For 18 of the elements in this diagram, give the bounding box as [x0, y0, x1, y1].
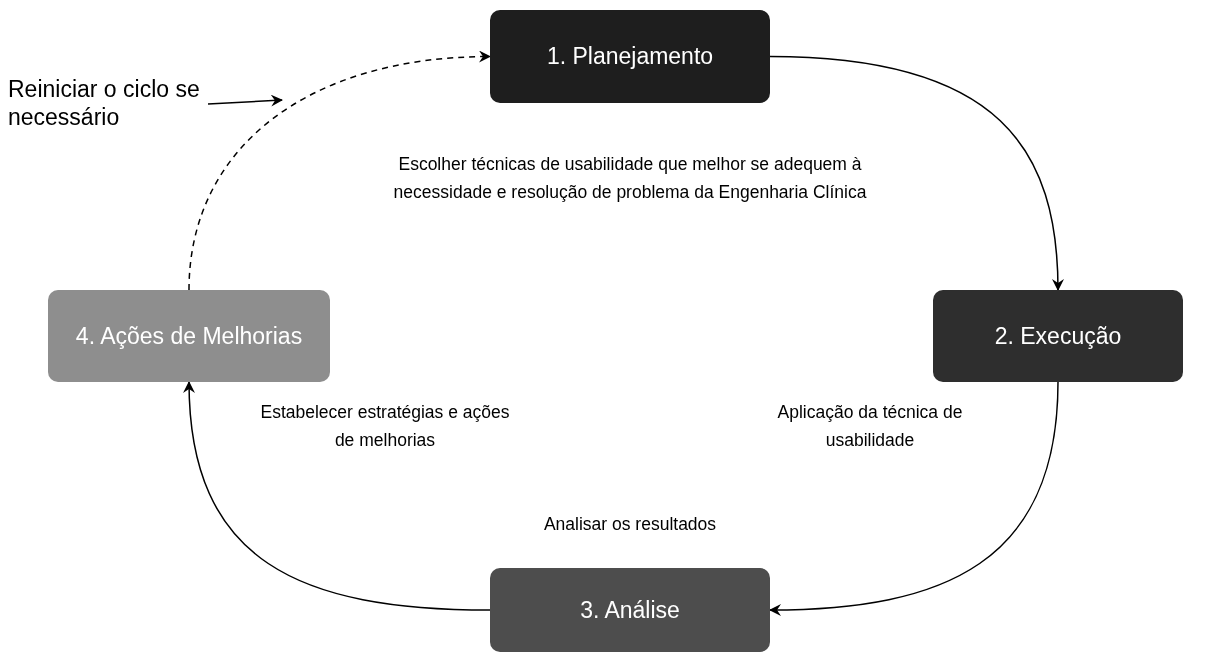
step-title: 1. Planejamento: [546, 42, 714, 71]
process-box: [933, 290, 1183, 382]
process-box: [490, 10, 770, 103]
pointer-arrow: [207, 94, 283, 107]
arrow: [183, 381, 491, 611]
arrow: [769, 381, 1059, 616]
step-description: Escolher técnicas de usabilidade que melhor se adequem à necessidade e resolução de problema da Engenharia Clínica: [392, 153, 868, 204]
note-text: Reiniciar o ciclo se necessário: [8, 76, 201, 132]
step-description: Estabelecer estratégias e ações de melhorias: [259, 401, 511, 452]
process-box: [48, 290, 330, 382]
step-description: Aplicação da técnica de usabilidade: [776, 401, 964, 452]
process-box: [490, 568, 770, 652]
step-title: 4. Ações de Melhorias: [75, 321, 303, 351]
arrow: [188, 51, 491, 291]
step-description: Analisar os resultados: [542, 513, 718, 536]
step-title: 3. Análise: [580, 595, 680, 625]
arrow: [769, 55, 1064, 291]
step-title: 2. Execução: [994, 321, 1122, 351]
